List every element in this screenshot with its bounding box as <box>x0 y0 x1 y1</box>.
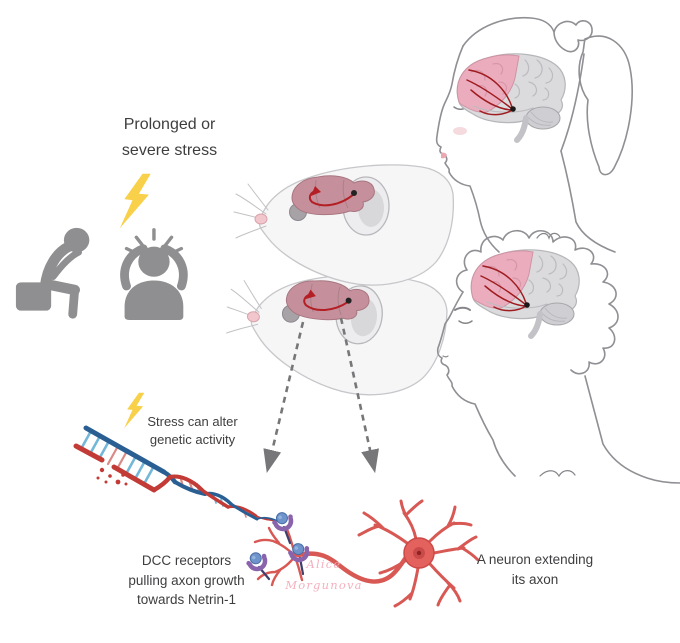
lips <box>441 152 447 159</box>
nucleolus <box>416 550 422 556</box>
neuron-figure <box>238 499 480 608</box>
despair-person-icon <box>15 227 90 319</box>
mouse-figure-top <box>233 163 455 287</box>
curly-hair <box>455 229 619 375</box>
ponytail <box>578 35 633 176</box>
hair-bow <box>553 20 593 53</box>
neuron-label: A neuron extending its axon <box>476 552 594 587</box>
stressed-people-icons <box>15 227 188 320</box>
male-head-figure <box>436 229 680 484</box>
female-head-figure <box>435 16 633 253</box>
dna-ladder-rungs <box>79 429 156 486</box>
blush <box>453 127 467 135</box>
epigenetic-marks <box>96 466 128 486</box>
head-clutching-person-icon <box>120 228 188 320</box>
lightning-bolt-icon <box>119 173 151 229</box>
dcc-receptor-netrin <box>270 509 296 532</box>
brain-graphic <box>457 54 565 140</box>
stress-label: Prolonged or severe stress <box>121 116 218 159</box>
dendrites <box>357 499 480 608</box>
dna-helix-figure <box>73 425 281 523</box>
male-face-profile <box>436 291 516 477</box>
watermark-text: Alice Morgunova <box>285 557 363 593</box>
dcc-receptors-label: DCC receptors pulling axon growth toward… <box>128 553 245 608</box>
eyebrow <box>454 306 471 311</box>
closed-eye <box>458 320 473 324</box>
genetic-activity-label: Stress can alter genetic activity <box>147 414 238 448</box>
brain-graphic <box>471 250 579 336</box>
